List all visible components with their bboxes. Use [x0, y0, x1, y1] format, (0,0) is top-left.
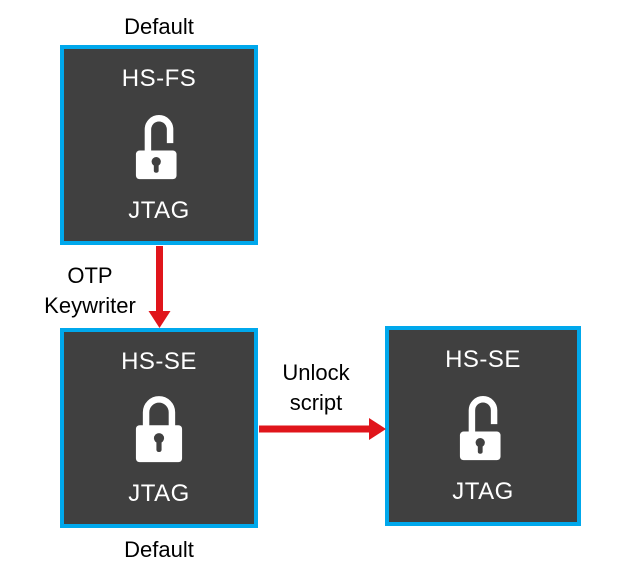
edge-label-unlock-script: Unlock script [256, 358, 376, 418]
edge-label-line: script [289, 390, 343, 415]
node-hs-se-locked: HS-SE JTAG [60, 328, 258, 528]
node-jtag-label: JTAG [452, 478, 514, 505]
locked-padlock-icon [135, 396, 183, 463]
node-jtag-label: JTAG [128, 197, 190, 224]
caption-default-top: Default [124, 14, 194, 39]
node-title: HS-SE [445, 346, 521, 373]
right-arrow [259, 418, 386, 440]
edge-label-line: Keywriter [44, 293, 136, 318]
edge-label-line: Unlock [282, 360, 350, 385]
edge-label-otp-keywriter: OTP Keywriter [15, 261, 165, 321]
node-hs-se-unlocked: HS-SE JTAG [385, 326, 581, 526]
edge-label-line: OTP [67, 263, 113, 288]
caption-default-bottom: Default [124, 537, 194, 562]
node-title: HS-SE [121, 348, 197, 375]
unlocked-padlock-icon [135, 115, 177, 180]
node-title: HS-FS [121, 65, 197, 92]
node-hs-fs: HS-FS JTAG [60, 45, 258, 245]
node-jtag-label: JTAG [128, 480, 190, 507]
unlocked-padlock-icon [459, 396, 501, 461]
